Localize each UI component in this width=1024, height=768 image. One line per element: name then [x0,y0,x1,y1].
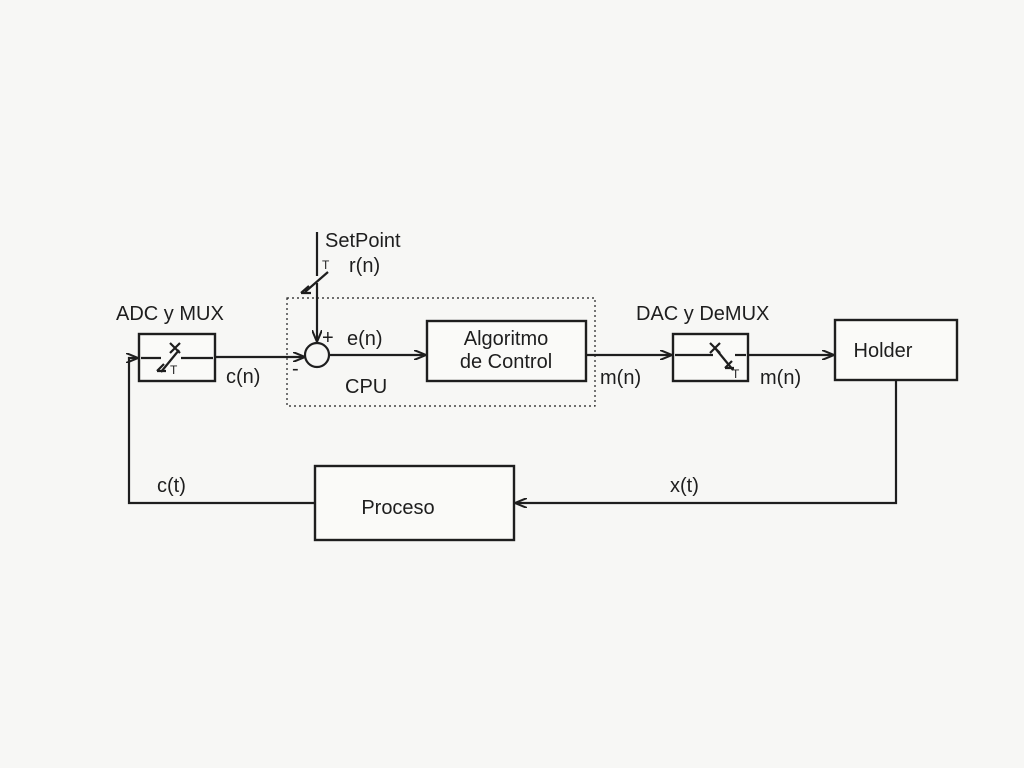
setpoint-sampler-switch [304,271,329,293]
cpu-boundary [286,297,596,407]
process-label: Proceso [361,497,434,519]
setpoint-sampler-arrow [300,285,311,295]
e-n-label: e(n) [347,328,383,350]
control-algorithm-line2: de Control [460,351,552,373]
holder-block [833,318,959,382]
m-n-label-right: m(n) [760,367,801,389]
adc-switch-contact [169,342,181,354]
plus-sign: + [322,327,334,349]
minus-sign: - [292,358,299,380]
c-n-label: c(n) [226,366,260,388]
x-t-label: x(t) [670,475,699,497]
cpu-label: CPU [345,376,387,398]
m-n-label-left: m(n) [600,367,641,389]
dac-sampler-t: T [732,367,740,381]
c-t-label: c(t) [157,475,186,497]
dac-demux-label: DAC y DeMUX [636,303,769,325]
c-t-signal-line [129,358,315,505]
adc-switch [160,349,180,373]
dac-switch-contact [709,342,721,354]
process-block [313,464,516,542]
control-algorithm-block [425,319,588,383]
adc-switch-arrow [156,363,166,373]
adc-sampler-t: T [170,363,178,377]
holder-label: Holder [854,340,913,362]
setpoint-sampler-t: T [322,258,330,272]
adc-mux-label: ADC y MUX [116,303,224,325]
dac-sampler-box [671,332,750,383]
x-t-signal-line [516,381,898,503]
setpoint-label: SetPoint [325,230,401,252]
r-n-label: r(n) [349,255,380,277]
dac-switch-arrow [724,360,734,370]
control-algorithm-line1: Algoritmo [464,328,548,350]
